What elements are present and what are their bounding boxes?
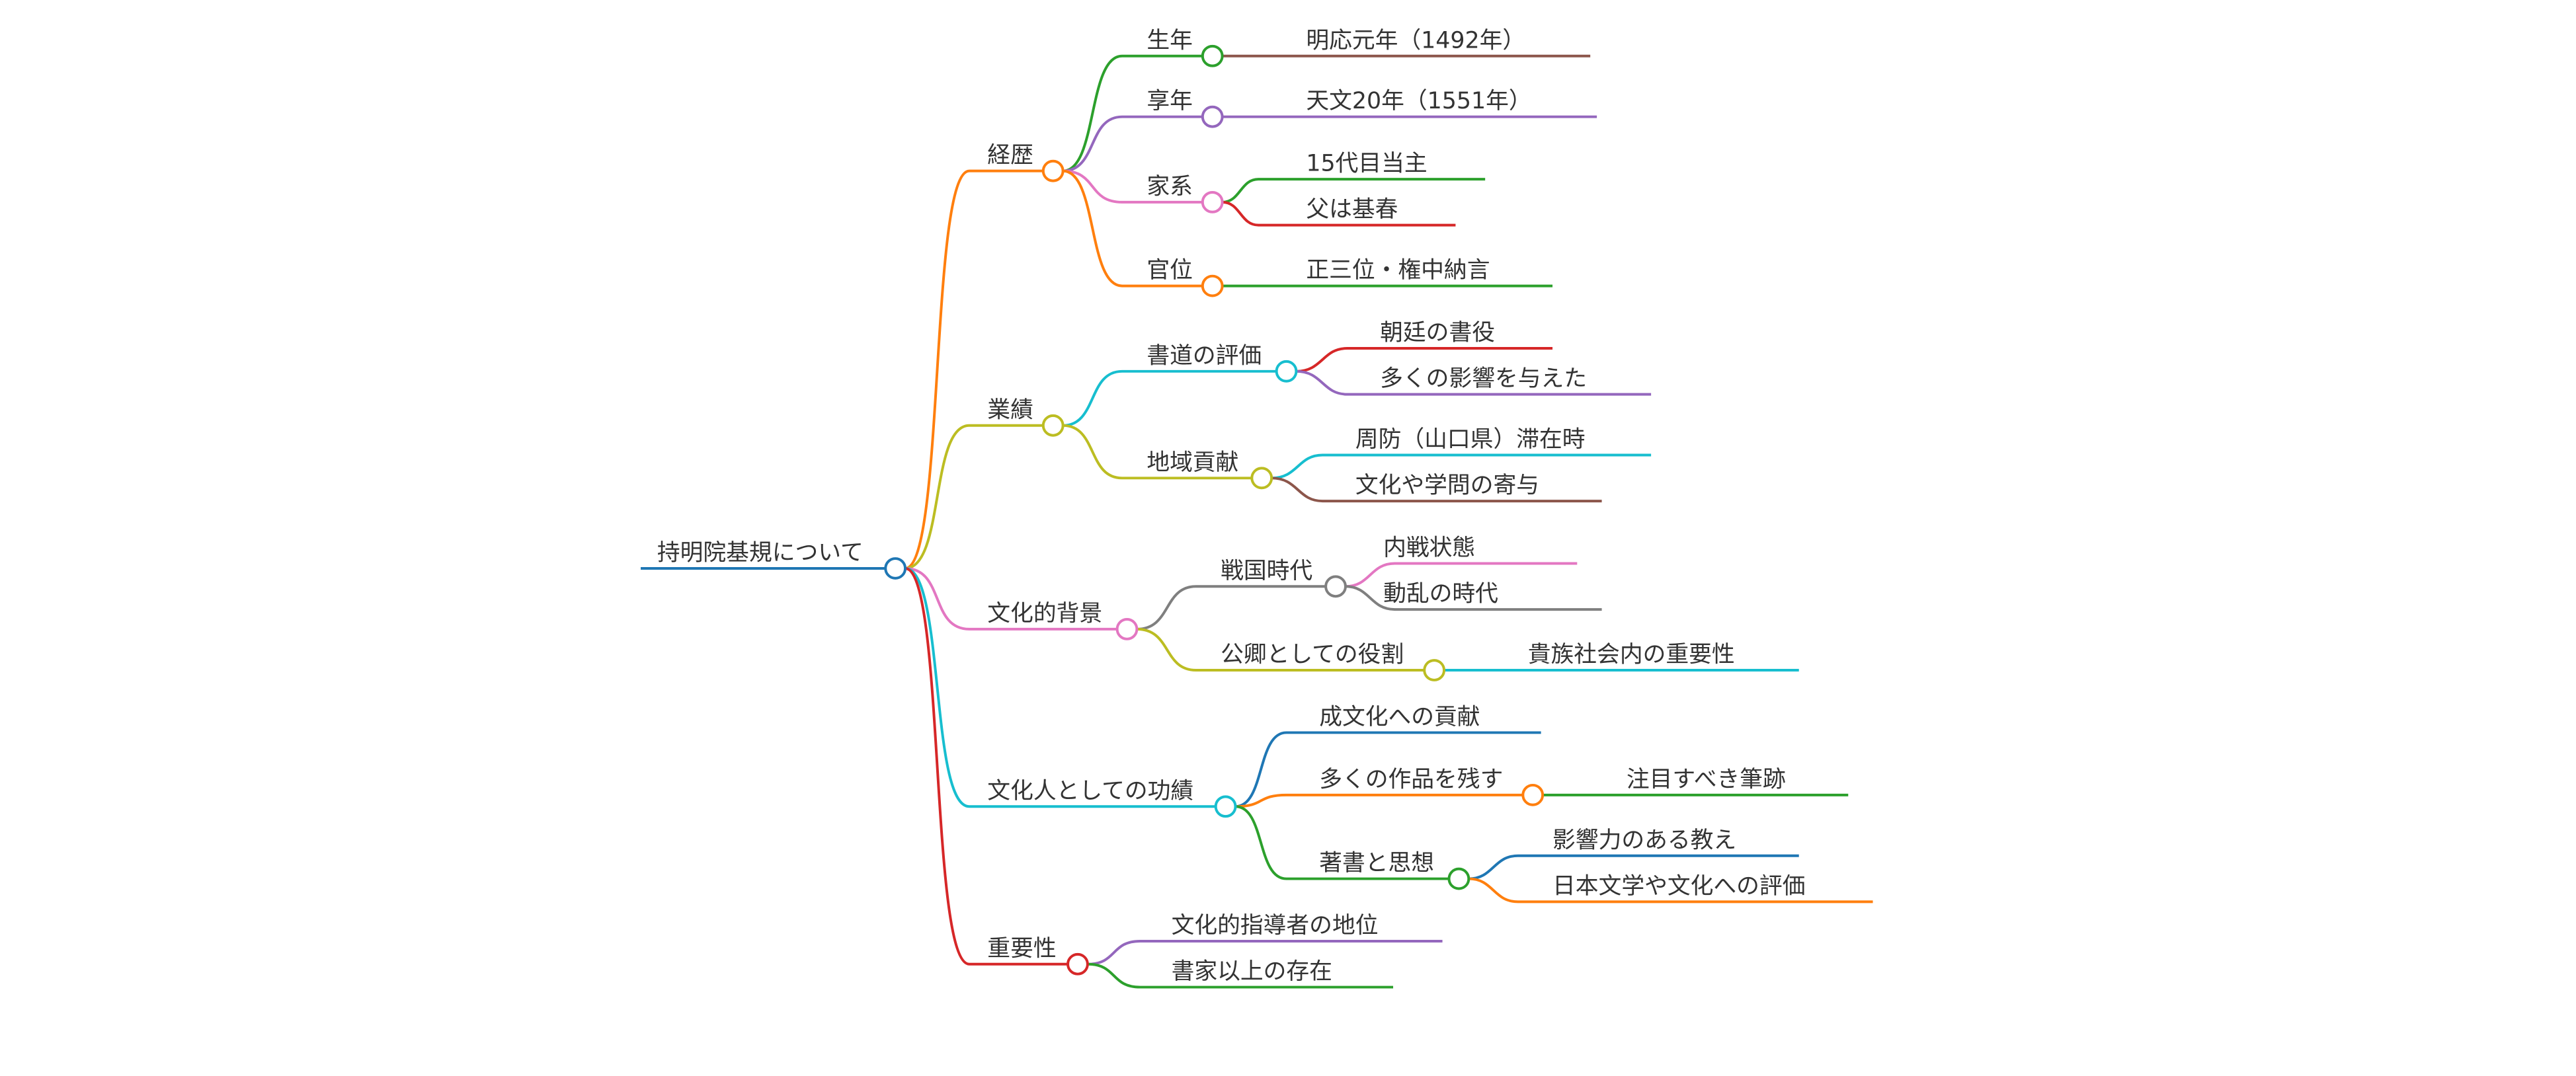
node-label: 公卿としての役割 xyxy=(1221,642,1404,668)
leaf-label: 父は基春 xyxy=(1306,196,1398,223)
node-label: 享年 xyxy=(1147,88,1193,114)
edge xyxy=(1235,793,1523,808)
node-toggle[interactable] xyxy=(1521,783,1545,806)
node-label: 戦国時代 xyxy=(1221,558,1312,584)
edge xyxy=(1271,477,1602,503)
leaf-label: 天文20年（1551年） xyxy=(1306,88,1531,114)
leaf-label: 多くの影響を与えた xyxy=(1380,365,1587,392)
node-toggle[interactable] xyxy=(1447,867,1470,890)
leaf-label: 動乱の時代 xyxy=(1383,581,1498,607)
leaf-label: 注目すべき筆跡 xyxy=(1627,766,1786,792)
node-label: 著書と思想 xyxy=(1319,850,1434,876)
node-toggle[interactable] xyxy=(1275,360,1298,383)
leaf-label: 貴族社会内の重要性 xyxy=(1528,642,1735,668)
edge xyxy=(1235,805,1449,880)
edge xyxy=(1063,169,1203,288)
node-label: 成文化への貢献 xyxy=(1319,704,1480,730)
node-label: 生年 xyxy=(1147,27,1193,54)
node-label: 書道の評価 xyxy=(1147,342,1262,369)
leaf-label: 内戦状態 xyxy=(1383,535,1475,561)
node-toggle-bunka-haikei[interactable] xyxy=(1115,618,1139,640)
node-toggle[interactable] xyxy=(1324,575,1347,598)
edge-bunkajin xyxy=(905,566,1216,808)
edge xyxy=(1063,424,1252,480)
edge xyxy=(1222,200,1456,227)
root-node[interactable]: 持明院基規について xyxy=(641,540,886,570)
leaf-label: 影響力のある教え xyxy=(1552,827,1736,853)
node-toggle[interactable] xyxy=(1201,105,1224,128)
leaf-label: 書家以上の存在 xyxy=(1172,958,1332,985)
node-label: 地域貢献 xyxy=(1147,449,1238,476)
node-toggle-bunkajin[interactable] xyxy=(1214,795,1237,818)
root-toggle[interactable] xyxy=(884,557,907,580)
branch-label: 経歴 xyxy=(987,142,1033,169)
leaf-label: 明応元年（1492年） xyxy=(1306,27,1525,54)
edge xyxy=(1235,731,1541,808)
node-label: 家系 xyxy=(1147,173,1193,200)
edge xyxy=(1296,369,1652,396)
branch-label: 文化人としての功績 xyxy=(987,778,1193,804)
edge xyxy=(1469,877,1873,903)
edge xyxy=(1296,347,1553,373)
edge xyxy=(1345,562,1578,588)
node-toggle[interactable] xyxy=(1423,659,1446,681)
edge xyxy=(1137,627,1425,672)
node-label: 官位 xyxy=(1147,257,1193,284)
edge xyxy=(1087,940,1443,966)
edge xyxy=(1137,585,1326,631)
edge xyxy=(1271,453,1652,480)
leaf-label: 文化や学問の寄与 xyxy=(1355,473,1539,499)
edge xyxy=(1063,369,1277,427)
leaf-label: 日本文学や文化への評価 xyxy=(1552,873,1805,900)
node-toggle-gyoseki[interactable] xyxy=(1041,414,1065,437)
edge xyxy=(1063,169,1203,204)
edge xyxy=(1345,585,1602,611)
leaf-label: 朝廷の書役 xyxy=(1380,320,1495,346)
node-toggle[interactable] xyxy=(1201,190,1224,213)
node-toggle-keireki[interactable] xyxy=(1041,159,1065,182)
edge xyxy=(1469,854,1799,880)
edge-keireki xyxy=(905,169,1043,570)
root-label: 持明院基規について xyxy=(657,540,864,566)
leaf-label: 周防（山口県）滞在時 xyxy=(1355,426,1586,453)
edge xyxy=(1222,178,1486,204)
node-toggle[interactable] xyxy=(1201,274,1224,297)
edge xyxy=(1087,962,1394,989)
branch-label: 業績 xyxy=(987,397,1033,423)
node-toggle[interactable] xyxy=(1250,467,1273,490)
node-label: 多くの作品を残す xyxy=(1319,766,1503,792)
leaf-label: 文化的指導者の地位 xyxy=(1172,913,1379,939)
leaf-label: 15代目当主 xyxy=(1306,151,1427,177)
node-toggle[interactable] xyxy=(1201,44,1224,67)
branch-label: 文化的背景 xyxy=(987,600,1102,627)
edge-bunka-haikei xyxy=(905,566,1117,631)
edge xyxy=(1063,115,1203,173)
edge-gyoseki xyxy=(905,424,1043,570)
node-toggle-juyosei[interactable] xyxy=(1067,952,1089,976)
branch-label: 重要性 xyxy=(987,935,1056,962)
edge xyxy=(1063,54,1203,173)
edge-juyosei xyxy=(905,566,1068,966)
leaf-label: 正三位・権中納言 xyxy=(1306,257,1490,284)
